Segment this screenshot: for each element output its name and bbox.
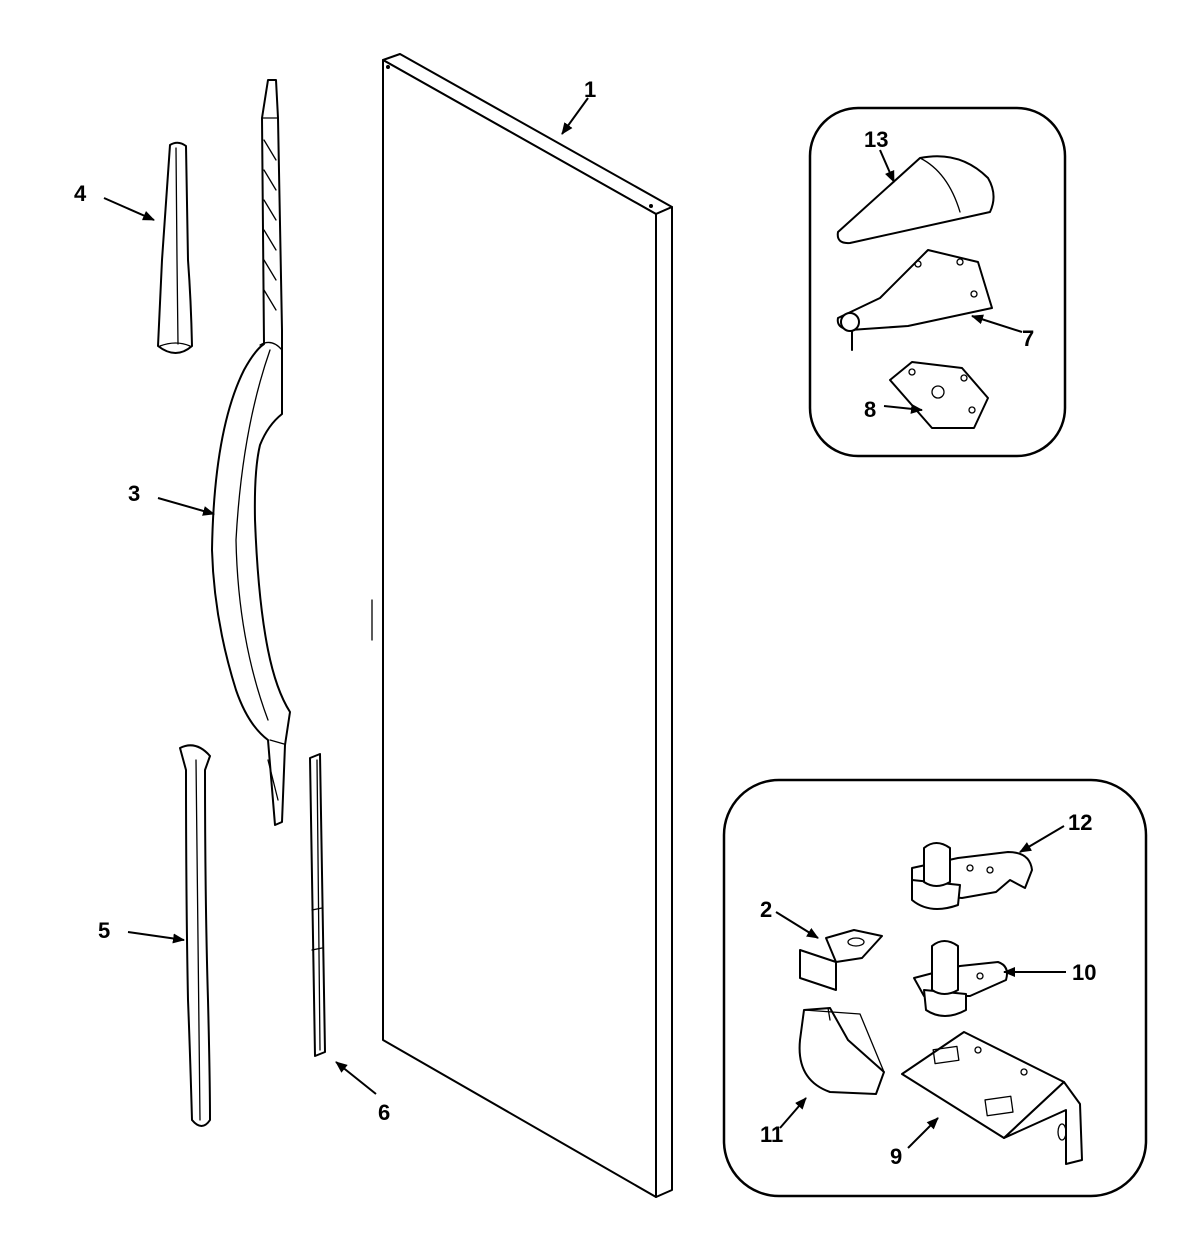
label-2: 2	[760, 897, 772, 922]
label-1: 1	[584, 77, 596, 102]
callout-arrows	[103, 97, 1066, 1149]
top-hinge-shim	[889, 361, 989, 429]
hinge-shim	[799, 929, 883, 991]
label-12: 12	[1068, 810, 1092, 835]
top-hinge-cover	[836, 155, 995, 245]
label-3: 3	[128, 481, 140, 506]
label-8: 8	[864, 397, 876, 422]
handle-trim-top	[157, 141, 193, 354]
bottom-hinge-inset	[722, 778, 1148, 1198]
bottom-hinge-pin-a	[913, 940, 1008, 1017]
label-9: 9	[890, 1144, 902, 1169]
door-panel	[371, 53, 673, 1198]
hinge-cover-bottom	[798, 1007, 885, 1095]
handle	[211, 79, 291, 826]
bottom-hinge-pin-b	[911, 842, 1033, 910]
label-10: 10	[1072, 960, 1096, 985]
label-13: 13	[864, 127, 888, 152]
handle-trim-bottom	[179, 744, 211, 1127]
top-hinge-inset	[808, 106, 1067, 458]
top-hinge	[836, 249, 993, 351]
label-5: 5	[98, 918, 110, 943]
bottom-hinge-bracket	[901, 1031, 1083, 1165]
door-strip	[309, 753, 326, 1057]
label-7: 7	[1022, 326, 1034, 351]
label-11: 11	[760, 1122, 783, 1147]
label-6: 6	[378, 1100, 390, 1125]
label-4: 4	[74, 181, 87, 206]
part-labels: 1 4 3 5 6 13 7 8 12 2 10 11 9	[74, 77, 1096, 1169]
